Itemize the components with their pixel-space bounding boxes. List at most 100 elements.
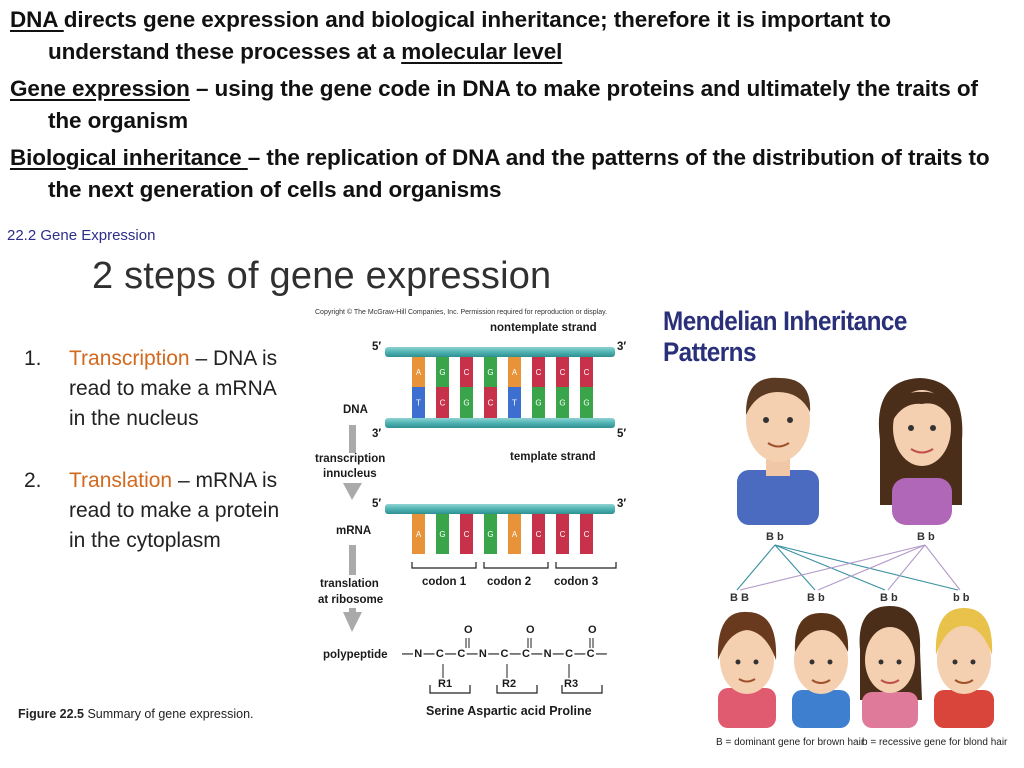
template-strand-label: template strand (510, 451, 596, 463)
carbonyl-bonds (442, 638, 594, 678)
inheritance-lines (736, 544, 961, 591)
base-letter: T (416, 399, 421, 408)
bullet-biological-inheritance: Biological inheritance – the replication… (10, 142, 1016, 206)
child-face-icon (934, 608, 994, 728)
term-gene-expression: Gene expression (10, 76, 190, 101)
dna-top-base (532, 357, 545, 387)
legend-recessive: b = recessive gene for blond hair (862, 737, 1008, 748)
step-transcription: 1. Transcription – DNA is read to make a… (24, 344, 294, 434)
mrna-base (508, 514, 521, 554)
dna-bottom-base (508, 387, 521, 418)
child-face-icon (717, 611, 777, 728)
mrna-base (532, 514, 545, 554)
base-letter: C (584, 368, 590, 377)
oxygen-label: O (526, 624, 535, 636)
base-letter: G (559, 399, 565, 408)
base-letter: A (512, 368, 518, 377)
figure-number: Figure 22.5 (18, 707, 84, 721)
mother-face-icon (878, 378, 963, 525)
child-face-icon (792, 612, 850, 728)
father-face-icon (737, 377, 819, 525)
bullet-gene-expression: Gene expression – using the gene code in… (10, 73, 1016, 137)
r3-group-label: R3 (564, 678, 579, 690)
legend-dominant: B = dominant gene for brown hair (716, 737, 865, 748)
dna-top-base (580, 357, 593, 387)
down-arrow-icon (343, 612, 362, 632)
base-letter: G (583, 399, 589, 408)
section-tag: 22.2 Gene Expression (7, 227, 156, 244)
peptide-chain: —N—C—C—N—C—C—N—C—C— (402, 648, 609, 660)
base-letter: C (464, 368, 470, 377)
five-prime-label: 5′ (372, 341, 382, 353)
step-description: mRNA is read to make a protein in the cy… (69, 469, 280, 552)
term-biological-inheritance: Biological inheritance (10, 145, 248, 170)
steps-list: 1. Transcription – DNA is read to make a… (24, 344, 294, 588)
dna-top-base (436, 357, 449, 387)
base-letter: G (487, 368, 493, 377)
dna-top-base (412, 357, 425, 387)
mrna-backbone (385, 504, 615, 514)
mrna-base (412, 514, 425, 554)
dna-bottom-base (436, 387, 449, 418)
step-term: Translation (69, 469, 173, 492)
term-molecular-level: molecular level (401, 39, 563, 64)
mendelian-title: Mendelian Inheritance Patterns (663, 306, 907, 367)
dna-bottom-base (460, 387, 473, 418)
base-letter: A (512, 530, 518, 539)
mrna-label: mRNA (336, 525, 372, 537)
step-dash: – (189, 347, 208, 370)
amino-acids-label: Serine Aspartic acid Proline (426, 704, 592, 718)
dna-top-base (484, 357, 497, 387)
oxygen-label: O (464, 624, 473, 636)
flow-arrows (343, 425, 362, 632)
definition-list: DNA directs gene expression and biologic… (10, 4, 1016, 211)
base-letter: A (416, 530, 422, 539)
step-body: Translation – mRNA is read to make a pro… (69, 466, 294, 556)
child-genotype: b b (953, 592, 970, 604)
codon-bracket (483, 562, 549, 569)
base-letter: C (440, 399, 446, 408)
codon-2-label: codon 2 (487, 576, 532, 588)
child-genotype: B B (730, 592, 749, 604)
five-prime-label: 5′ (617, 428, 627, 440)
copyright-notice: Copyright © The McGraw-Hill Companies, I… (315, 309, 608, 316)
base-letter: C (584, 530, 590, 539)
figure-caption: Figure 22.5 Summary of gene expression. (18, 707, 254, 721)
parent-genotype: B b (917, 531, 935, 543)
oxygen-label: O (588, 624, 597, 636)
transcription-label: transcription (315, 453, 386, 465)
dna-bottom-base (532, 387, 545, 418)
bullet-biological-inheritance-text: – the replication of DNA and the pattern… (48, 145, 990, 202)
dna-bottom-base (580, 387, 593, 418)
base-letter: C (560, 368, 566, 377)
base-letter: C (536, 368, 542, 377)
figure-caption-text: Summary of gene expression. (84, 707, 254, 721)
mrna-base (580, 514, 593, 554)
dna-bottom-base (556, 387, 569, 418)
child-genotype: B b (880, 592, 898, 604)
dna-top-backbone (385, 347, 615, 357)
step-description: DNA is read to make a mRNA in the nucleu… (69, 347, 278, 430)
base-letter: C (464, 530, 470, 539)
base-letter: C (560, 530, 566, 539)
codon-bracket (411, 562, 477, 569)
mrna-base (436, 514, 449, 554)
three-prime-label: 3′ (617, 341, 627, 353)
base-letter: C (536, 530, 542, 539)
dna-bottom-base (412, 387, 425, 418)
base-letter: C (488, 399, 494, 408)
bullet-gene-expression-text: – using the gene code in DNA to make pro… (48, 76, 978, 133)
slide-title: 2 steps of gene expression (92, 255, 552, 297)
dna-top-base (556, 357, 569, 387)
codon-bracket (555, 562, 617, 569)
nontemplate-strand-label: nontemplate strand (490, 322, 597, 334)
arrow-shaft (349, 545, 356, 575)
dna-bottom-base (484, 387, 497, 418)
dna-bottom-backbone (385, 418, 615, 428)
three-prime-label: 3′ (372, 428, 382, 440)
polypeptide-label: polypeptide (323, 649, 388, 661)
r1-group-label: R1 (438, 678, 453, 690)
five-prime-label: 5′ (372, 498, 382, 510)
